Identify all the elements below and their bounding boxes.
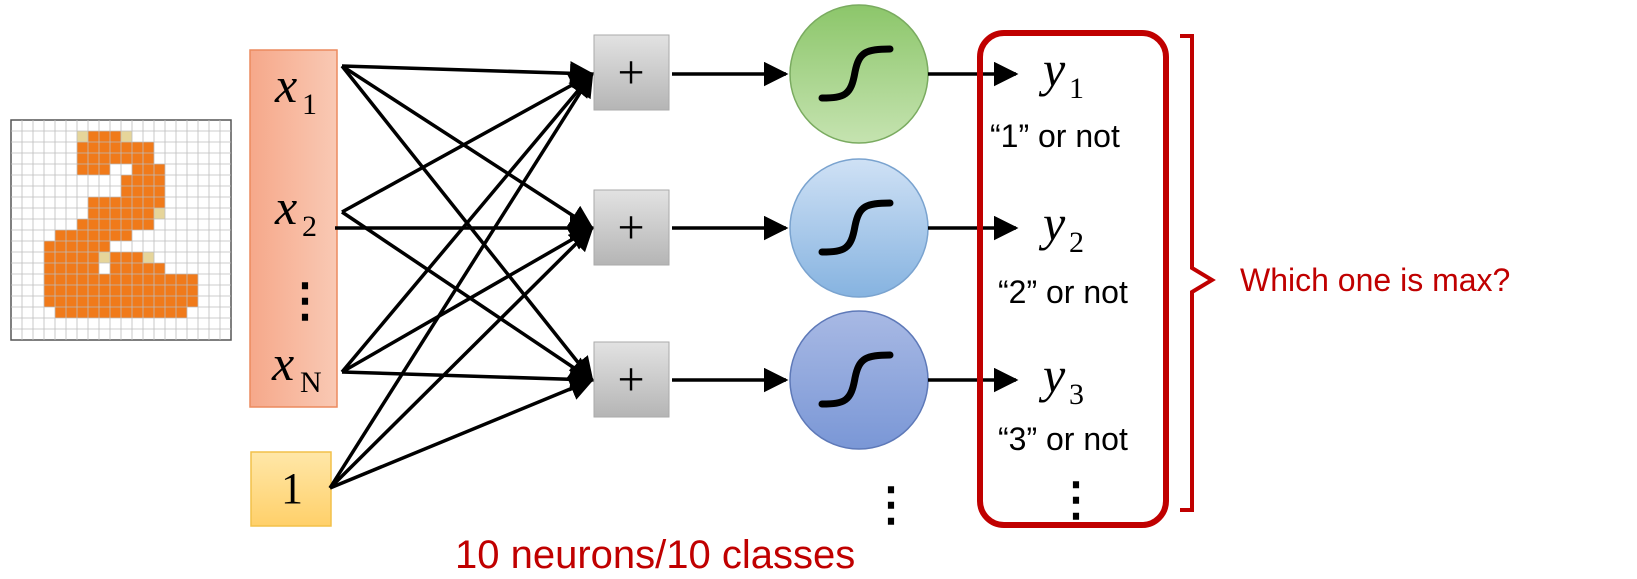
input-x1-label: x 1 xyxy=(274,57,317,121)
svg-text:x: x xyxy=(274,57,297,113)
input-xN-label: x N xyxy=(271,335,322,399)
neuron-ellipsis: ⋮ xyxy=(868,479,914,530)
sigmoid-icon xyxy=(818,199,894,256)
input-ellipsis: ⋮ xyxy=(282,275,328,326)
input-vector-box xyxy=(249,49,338,408)
digit-two-image xyxy=(10,119,232,341)
svg-text:x: x xyxy=(271,335,294,391)
output-ellipsis: ⋮ xyxy=(1053,474,1099,525)
svg-text:y: y xyxy=(1038,347,1066,403)
connection-lines xyxy=(328,61,595,490)
svg-text:2: 2 xyxy=(1069,226,1084,259)
svg-text:y: y xyxy=(1038,41,1066,97)
sigmoid-icon xyxy=(818,351,894,408)
neuron-1 xyxy=(789,4,929,144)
neuron-to-output-arrows xyxy=(928,61,1019,393)
svg-text:x: x xyxy=(274,179,297,235)
sum-node-3: + xyxy=(593,341,670,418)
sigmoid-icon xyxy=(818,45,894,102)
svg-text:+: + xyxy=(617,201,644,254)
svg-text:+: + xyxy=(617,46,644,99)
output-y3: y 3 xyxy=(1038,347,1084,411)
max-question-text: Which one is max? xyxy=(1240,262,1510,298)
output-highlight-box xyxy=(977,30,1169,528)
sum-node-2: + xyxy=(593,189,670,266)
caption-text: 10 neurons/10 classes xyxy=(455,533,855,577)
neuron-3 xyxy=(789,310,929,450)
svg-text:1: 1 xyxy=(1069,72,1084,105)
output-label-3: “3” or not xyxy=(998,421,1128,457)
right-bracket xyxy=(1180,34,1216,512)
output-y2: y 2 xyxy=(1038,195,1084,259)
output-label-1: “1” or not xyxy=(990,118,1120,154)
input-x2-label: x 2 xyxy=(274,179,317,243)
svg-text:y: y xyxy=(1038,195,1066,251)
output-label-2: “2” or not xyxy=(998,274,1128,310)
output-y1: y 1 xyxy=(1038,41,1084,105)
bias-box xyxy=(250,451,332,527)
neuron-2 xyxy=(789,158,929,298)
svg-text:N: N xyxy=(300,366,322,399)
svg-text:+: + xyxy=(617,353,644,406)
bias-label: 1 xyxy=(281,464,303,513)
svg-text:3: 3 xyxy=(1069,378,1084,411)
svg-text:2: 2 xyxy=(302,210,317,243)
sum-to-neuron-arrows xyxy=(672,61,789,393)
sum-node-1: + xyxy=(593,34,670,111)
svg-text:1: 1 xyxy=(302,88,317,121)
